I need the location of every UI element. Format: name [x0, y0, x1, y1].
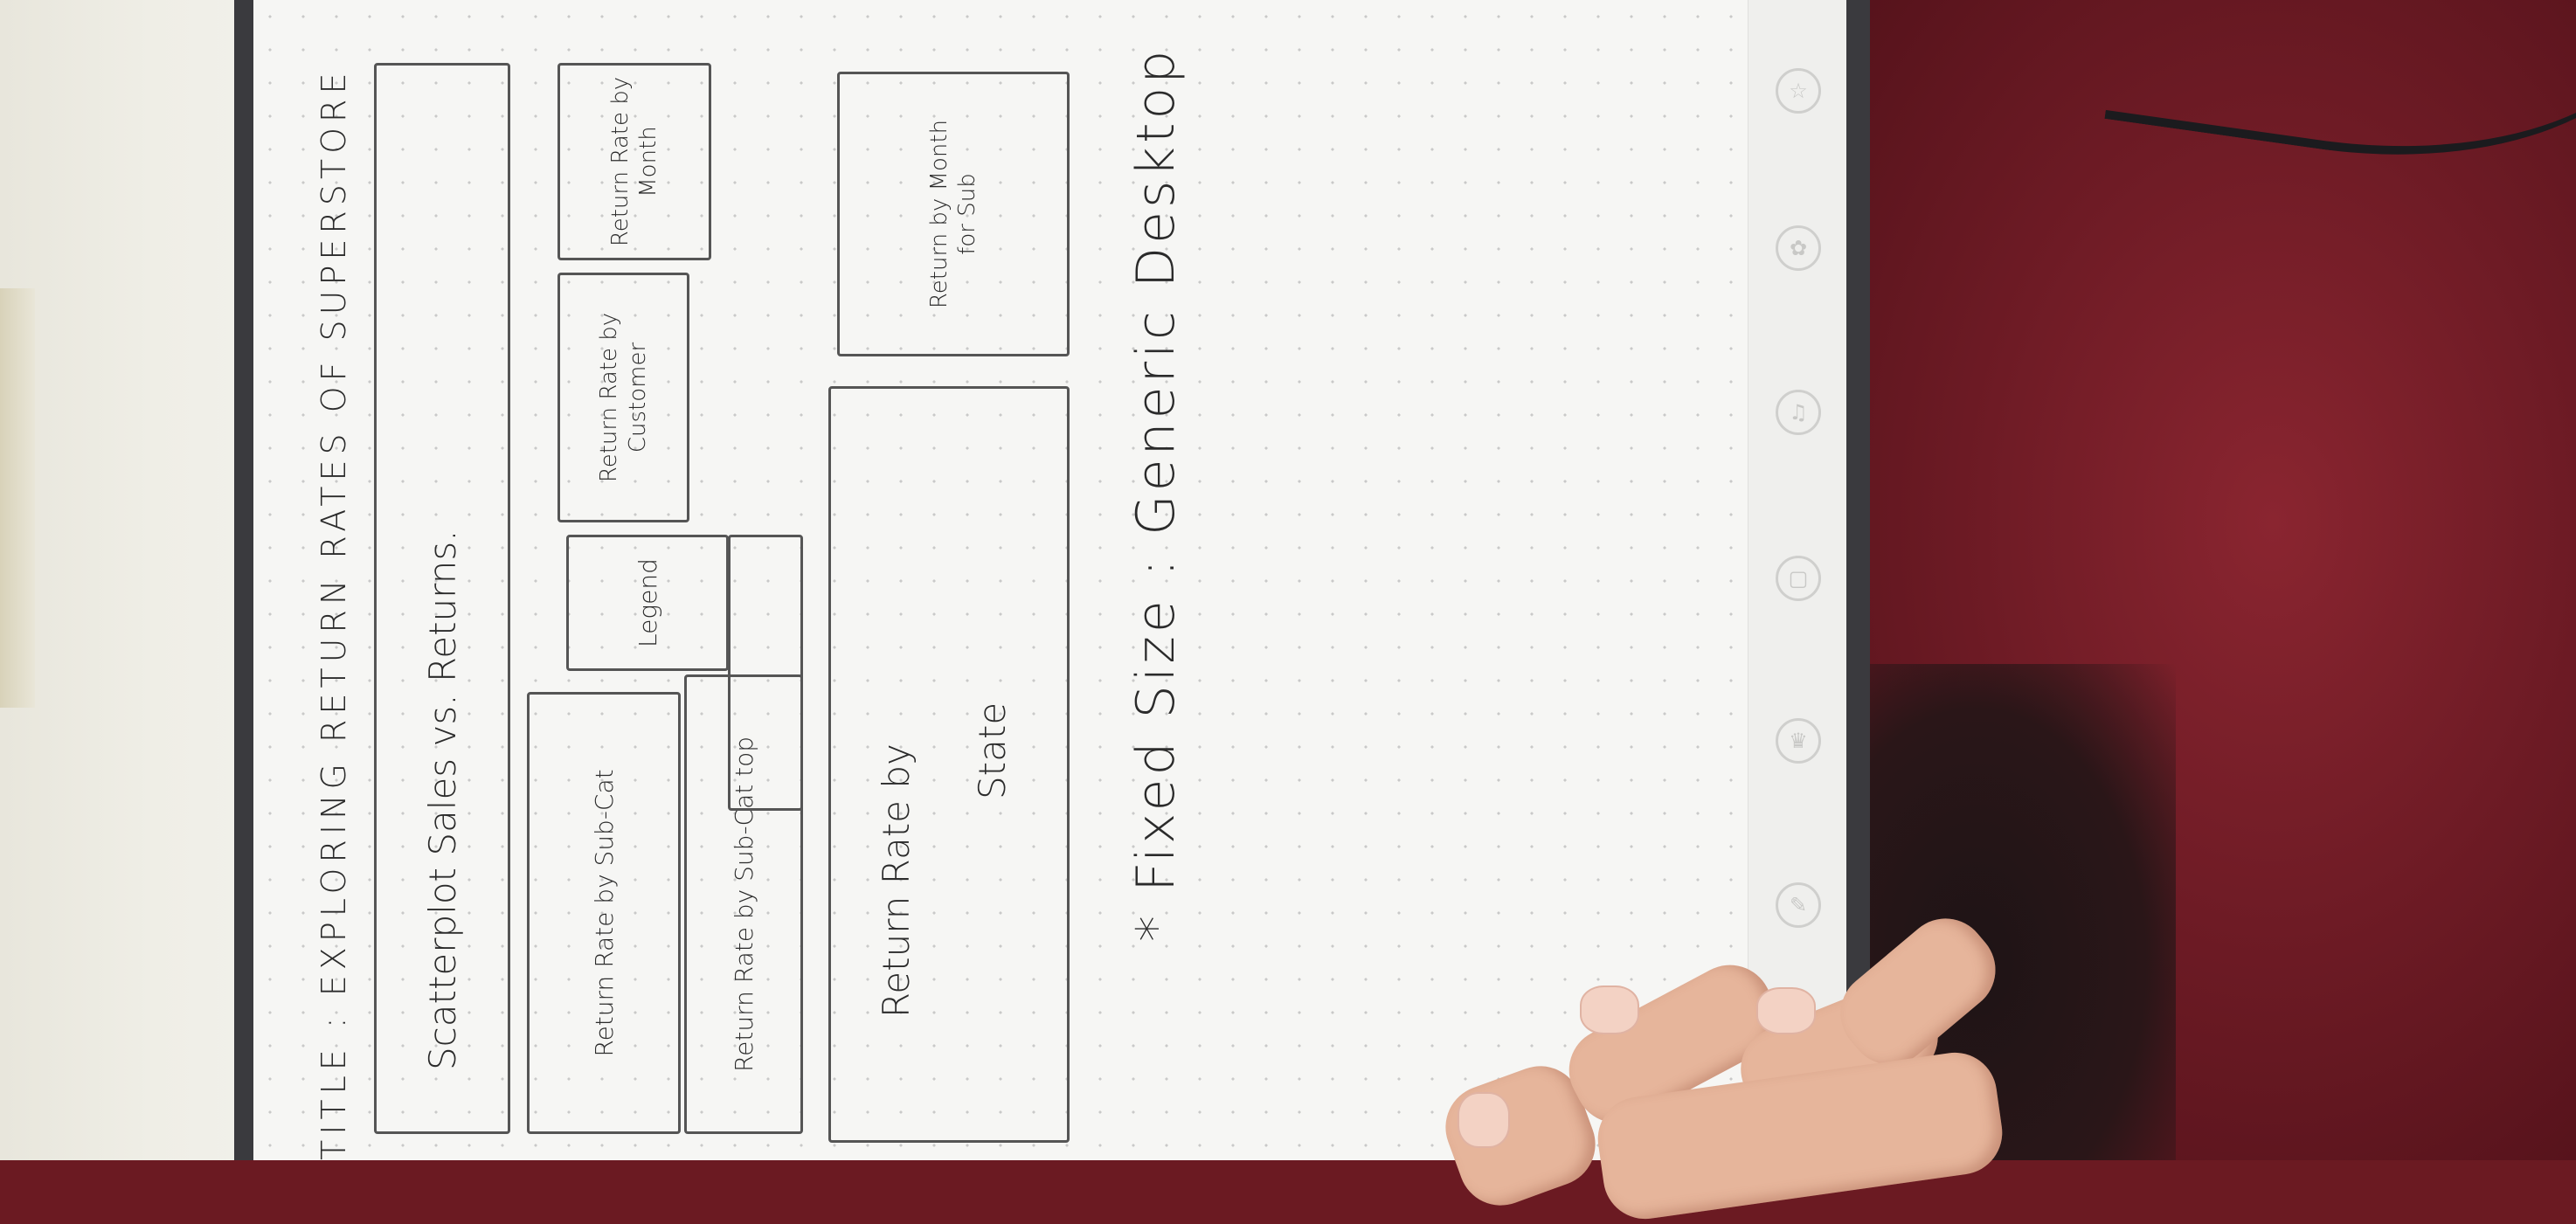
dotted-paper: [253, 0, 1835, 1160]
dashboard-sketch: TITLE : EXPLORING RETURN RATES OF SUPERS…: [304, 0, 1877, 1160]
flower-icon: ✿: [1776, 225, 1821, 271]
month-subcat-box: Return by Month for Sub: [837, 72, 1070, 356]
customer-box: Return Rate by Customer: [557, 273, 689, 522]
subcat-box: Return Rate by Sub-Cat: [527, 692, 681, 1134]
background-shadow: [0, 288, 35, 708]
scatterplot-label: Scatterplot Sales vs. Returns.: [420, 529, 464, 1070]
tablet-icon: ▢: [1776, 556, 1821, 601]
crown-icon: ♛: [1776, 718, 1821, 764]
star-icon: ☆: [1776, 68, 1821, 114]
fingernail-2: [1756, 987, 1816, 1034]
scatterplot-box: Scatterplot Sales vs. Returns.: [374, 63, 510, 1134]
subcat-label: Return Rate by Sub-Cat: [589, 769, 619, 1057]
state-label-2: State: [971, 702, 1014, 799]
month-box: Return Rate by Month: [557, 63, 711, 260]
thumbnail: [1458, 1092, 1510, 1148]
month-subcat-label: Return by Month for Sub: [925, 119, 981, 309]
legend-box: Legend: [566, 535, 729, 671]
blank-box: [728, 535, 803, 811]
background-wall: [0, 0, 253, 1160]
sketch-title: TITLE : EXPLORING RETURN RATES OF SUPERS…: [315, 67, 353, 1160]
customer-label: Return Rate by Customer: [596, 312, 651, 483]
footnote: * Fixed Size : Generic Desktop: [1125, 46, 1187, 942]
pen-icon: ✎: [1776, 882, 1821, 928]
bell-icon: ♫: [1776, 390, 1821, 435]
legend-label: Legend: [633, 558, 662, 647]
month-label: Return Rate by Month: [606, 76, 662, 247]
state-box: Return Rate by State: [828, 386, 1070, 1143]
state-label-1: Return Rate by: [875, 743, 918, 1018]
fingernail-1: [1580, 985, 1639, 1034]
